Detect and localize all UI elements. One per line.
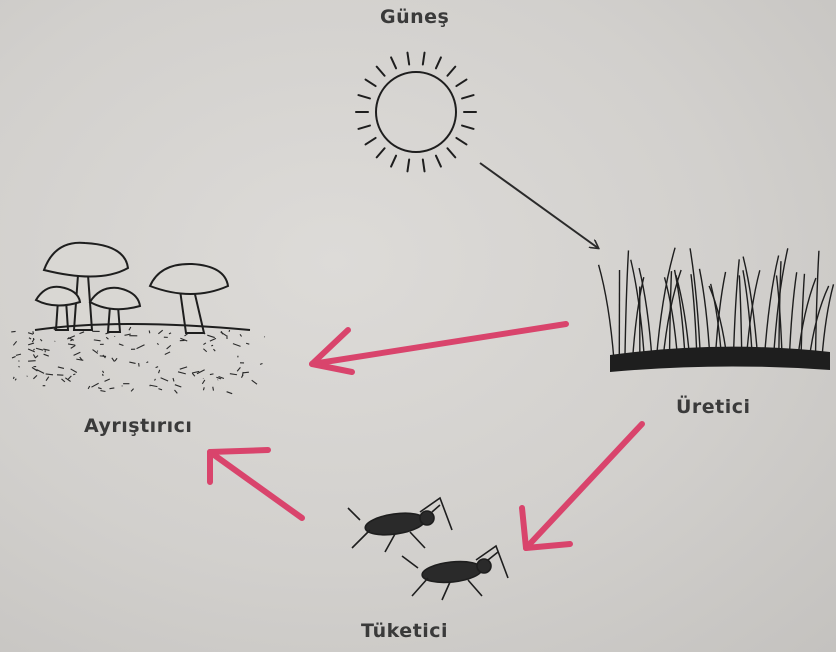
arrow-producer-to-consumer: [522, 424, 642, 548]
producer-label: Üretici: [676, 396, 751, 418]
arrow-sun-to-producer: [480, 163, 598, 248]
arrow-consumer-to-decomposer: [210, 450, 302, 518]
consumer-label: Tüketici: [361, 620, 448, 642]
sun-label: Güneş: [380, 6, 449, 28]
grasshopper-icon: [348, 498, 508, 600]
decomposer-label: Ayrıştırıcı: [84, 415, 192, 437]
sun-icon: [356, 53, 476, 172]
mushroom-icon: [11, 243, 265, 394]
arrow-producer-to-decomposer: [312, 324, 566, 372]
grass-icon: [599, 248, 834, 372]
